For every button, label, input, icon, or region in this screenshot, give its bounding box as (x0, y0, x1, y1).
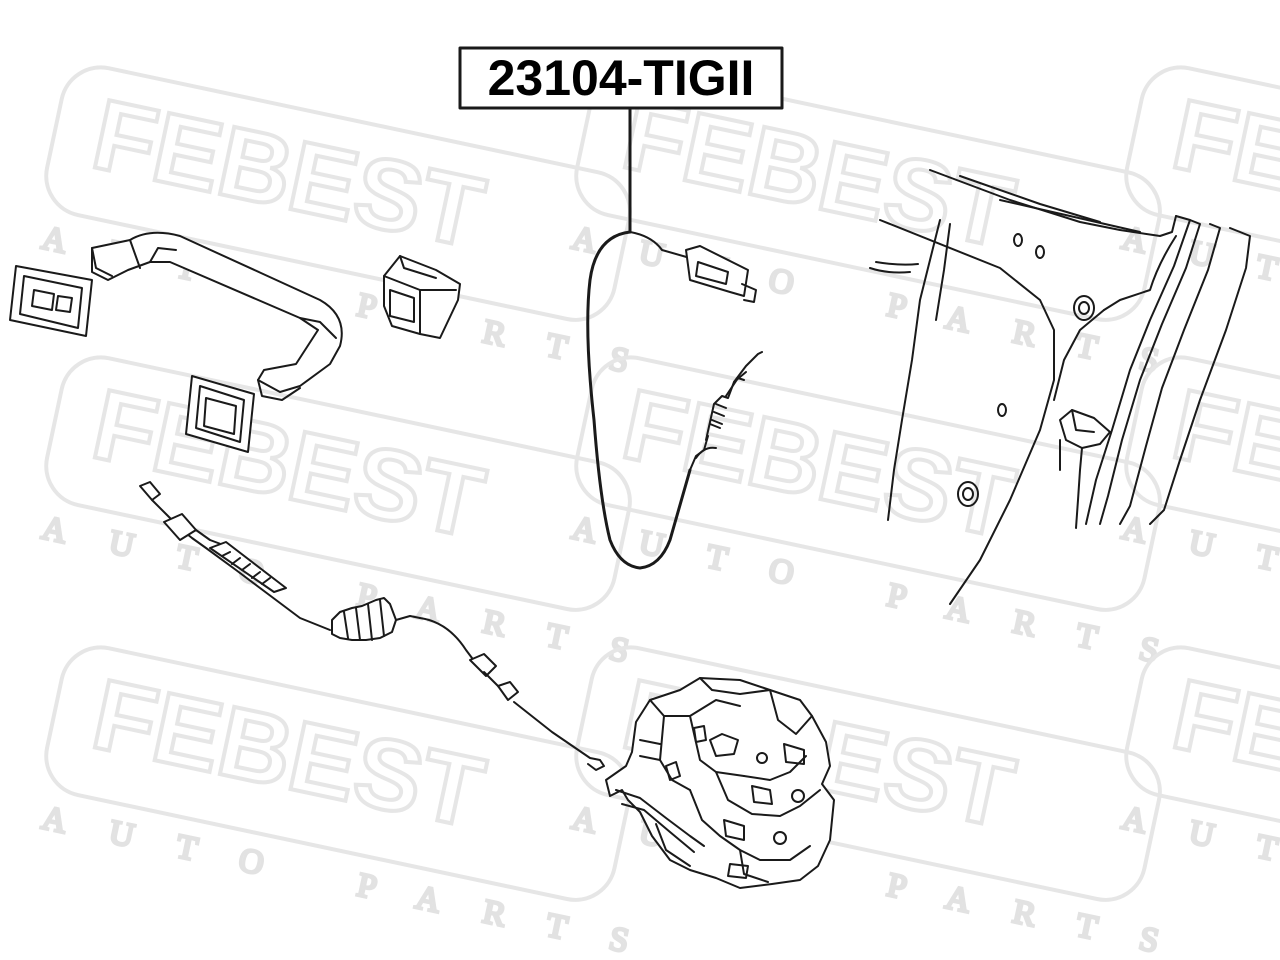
watermark-frame (1124, 65, 1280, 322)
door-lock-actuator (605, 677, 835, 889)
watermark-frame (1124, 645, 1280, 902)
part-number-label: 23104-TIGII (458, 46, 784, 110)
release-cable-part (586, 230, 763, 570)
watermark-frame (44, 65, 632, 322)
outer-door-handle (91, 231, 343, 401)
handle-release-cable (139, 481, 331, 631)
watermark-frame (1124, 355, 1280, 612)
watermark-frame (44, 355, 632, 612)
door-frame (869, 169, 1251, 605)
cable-grommet-boot (331, 597, 421, 641)
handle-end-cap (383, 255, 461, 339)
handle-gasket (185, 375, 255, 453)
watermark-frame (574, 355, 1162, 612)
watermark-frame (44, 645, 632, 902)
part-number-text: 23104-TIGII (488, 50, 755, 106)
outer-handle-cover-plate (9, 265, 93, 337)
parts-drawing: 23104-TIGII (9, 46, 1251, 889)
lock-actuator-cable (419, 617, 605, 771)
watermark-frame (574, 645, 1162, 902)
watermark-frame (574, 65, 1162, 322)
